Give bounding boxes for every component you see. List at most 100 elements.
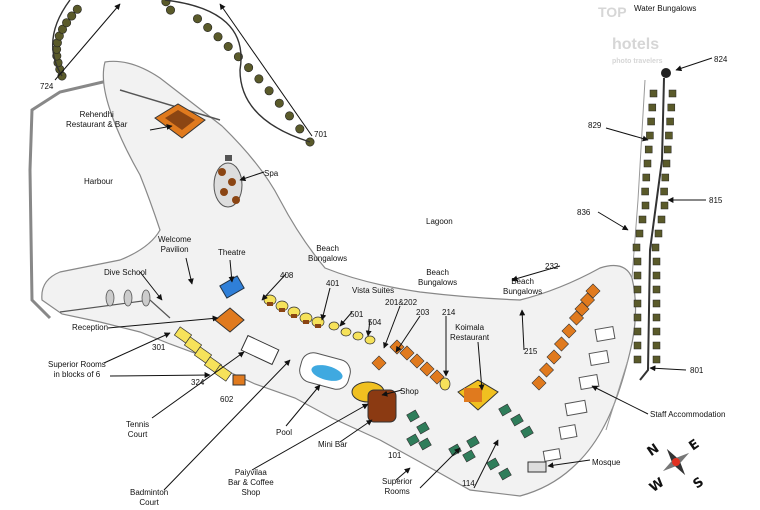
- superior-room-block: [213, 364, 233, 382]
- beach-bungalow: [585, 283, 601, 299]
- beach-bungalow: [409, 353, 425, 369]
- label-spa: Spa: [264, 169, 279, 178]
- leader-line: [285, 384, 321, 427]
- leader-line: [395, 467, 411, 481]
- water-villa: [654, 229, 663, 238]
- staff-building: [594, 325, 616, 343]
- north-water-villas: [52, 0, 315, 147]
- pool[interactable]: [297, 350, 353, 392]
- staff-building: [564, 399, 588, 417]
- villa-walkway: [52, 0, 311, 143]
- room-203: 203: [416, 308, 430, 317]
- theatre-building[interactable]: [219, 275, 245, 299]
- leader-line: [365, 319, 372, 337]
- room-836: 836: [577, 208, 591, 217]
- watermark-tagline: photo travelers: [612, 58, 663, 65]
- superior-room: [418, 437, 432, 451]
- harbour-breakwater: [28, 76, 121, 320]
- water-villa: [633, 313, 642, 322]
- room-201-202: 201&202: [385, 298, 418, 307]
- superior-room: [416, 421, 430, 435]
- water-villa: [642, 173, 651, 182]
- water-villa: [254, 74, 264, 84]
- water-villa: [295, 124, 305, 134]
- boats: [105, 289, 151, 307]
- room-801: 801: [690, 366, 704, 375]
- water-villa: [633, 285, 642, 294]
- label-paiyvilaa: Paiyvilaa Bar & Coffee Shop: [228, 468, 274, 497]
- shop-building[interactable]: [351, 381, 397, 423]
- watermark-brand: hotels: [612, 36, 660, 53]
- leader-line: [511, 265, 561, 282]
- label-shop: Shop: [400, 387, 419, 396]
- leader-line: [675, 57, 713, 72]
- room-602: 602: [220, 395, 234, 404]
- leader-line: [591, 385, 649, 415]
- water-villa: [665, 131, 673, 140]
- room-701: 701: [314, 130, 328, 139]
- water-villa: [67, 11, 77, 21]
- reception-building[interactable]: [214, 307, 245, 333]
- leader-line: [649, 365, 687, 372]
- water-villa: [651, 243, 660, 252]
- water-villa: [661, 173, 670, 182]
- spa-building[interactable]: [213, 155, 243, 208]
- label-dive-school: Dive School: [104, 268, 147, 277]
- water-villa: [648, 103, 657, 112]
- room-101: 101: [388, 451, 402, 460]
- water-villa: [657, 215, 666, 224]
- room-408: 408: [280, 271, 294, 280]
- leader-line: [163, 359, 291, 491]
- water-villa: [633, 257, 642, 266]
- water-villa: [641, 187, 649, 196]
- leader-line: [219, 3, 313, 137]
- bungalow-roof: [267, 302, 273, 306]
- label-water-bungalows: Water Bungalows: [634, 4, 697, 13]
- water-villa: [652, 299, 661, 308]
- label-superior-rooms-blocks: Superior Rooms in blocks of 6: [48, 360, 106, 379]
- watermark-top: TOP: [598, 4, 627, 20]
- label-reception: Reception: [72, 323, 109, 332]
- staff-building: [588, 349, 610, 367]
- room-401: 401: [326, 279, 340, 288]
- water-jetty: [639, 77, 665, 381]
- superior-room: [462, 449, 476, 463]
- tennis-court[interactable]: [240, 334, 280, 366]
- leader-line: [251, 403, 369, 471]
- water-villa: [635, 229, 644, 238]
- beach-bungalow: [371, 355, 387, 371]
- water-villa: [633, 299, 642, 308]
- water-villa: [223, 41, 233, 51]
- water-villa: [652, 271, 661, 280]
- water-villa: [644, 145, 653, 154]
- water-villa: [161, 0, 171, 7]
- room-214: 214: [442, 308, 456, 317]
- compass-rose: [662, 448, 690, 476]
- water-villa: [649, 89, 658, 98]
- water-villa: [633, 327, 642, 336]
- water-villa: [193, 14, 203, 24]
- leader-line: [239, 171, 265, 182]
- water-villa: [72, 4, 82, 14]
- leader-line: [228, 259, 235, 283]
- leader-line: [54, 3, 121, 81]
- label-welcome-pavilion: Welcome Pavilion: [158, 235, 192, 254]
- water-villa: [633, 341, 642, 350]
- water-villa: [652, 355, 661, 364]
- water-villa: [638, 215, 647, 224]
- leader-line: [151, 351, 245, 419]
- leader-line: [477, 341, 485, 391]
- water-villa: [652, 313, 661, 322]
- leader-lines: [54, 3, 713, 491]
- superior-rooms-301-324: [173, 326, 233, 382]
- building-602: [232, 374, 246, 386]
- rehendhi-restaurant-building[interactable]: [154, 103, 206, 139]
- superior-room: [466, 435, 480, 449]
- mosque-building[interactable]: [527, 461, 547, 473]
- water-villa: [641, 201, 650, 210]
- bungalow-roof: [291, 314, 297, 318]
- leader-line: [383, 305, 401, 349]
- staff-building: [558, 424, 578, 440]
- koimala-restaurant[interactable]: [457, 379, 499, 411]
- bungalow-roof: [279, 308, 285, 312]
